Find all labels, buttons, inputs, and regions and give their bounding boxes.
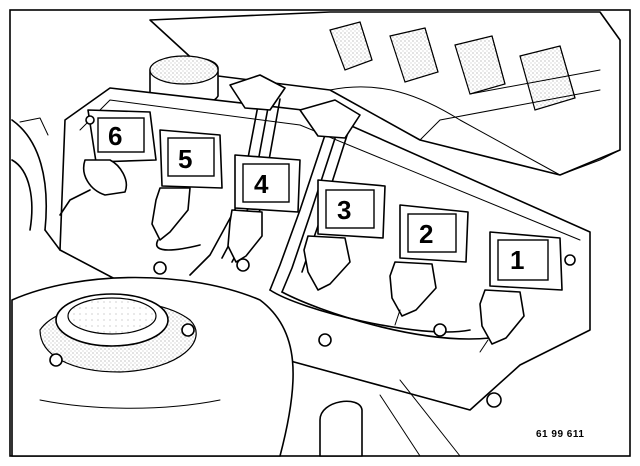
strut-tower [11, 276, 294, 457]
lower-components [319, 379, 461, 457]
coil-pack-4: 4 [227, 154, 301, 263]
coil-label-6: 6 [108, 121, 122, 151]
reference-code: 61 99 611 [536, 429, 584, 440]
coil-pack-5: 5 [151, 129, 223, 251]
coil-label-2: 2 [419, 219, 433, 249]
coil-label-1: 1 [510, 245, 524, 275]
harness-connector-left [229, 74, 286, 111]
intake-manifold [149, 11, 621, 176]
coil-label-5: 5 [178, 144, 192, 174]
harness-connector-right [299, 99, 361, 139]
cover-bolts [85, 115, 576, 408]
coil-pack-1: 1 [479, 231, 563, 353]
coil-label-3: 3 [337, 195, 351, 225]
wiring-harness [189, 74, 491, 340]
coil-pack-6: 6 [59, 109, 157, 216]
coil-label-4: 4 [254, 169, 269, 199]
coil-pack-2: 2 [389, 204, 469, 326]
engine-left-side [11, 117, 61, 251]
coil-pack-3: 3 [303, 179, 386, 291]
